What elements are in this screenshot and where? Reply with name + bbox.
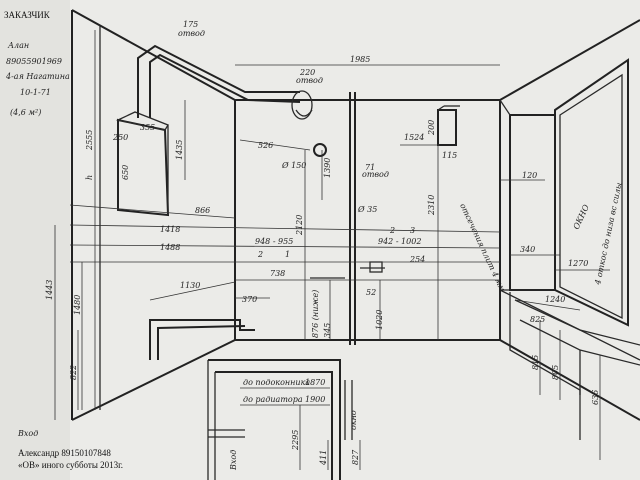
room-outline bbox=[71, 9, 640, 421]
dim-71-sub: отвод bbox=[362, 170, 389, 179]
window-small-label: окно bbox=[349, 410, 358, 430]
dim-1130: 1130 bbox=[180, 281, 200, 290]
dim-2120: 2120 bbox=[295, 215, 304, 236]
dim-pipe-220-sub: отвод bbox=[296, 76, 323, 85]
window-glass bbox=[554, 58, 629, 327]
customer-area: (4,6 м²) bbox=[10, 108, 41, 117]
towel-rail bbox=[149, 319, 255, 360]
dim-340: 340 bbox=[520, 245, 535, 254]
floor-right bbox=[499, 339, 640, 421]
dim-71: 71 bbox=[365, 163, 375, 172]
floor-plan bbox=[207, 359, 361, 480]
paper-left-shade bbox=[0, 0, 70, 480]
dim-738: 738 bbox=[270, 269, 285, 278]
dim-pipe-220: 220 bbox=[299, 68, 315, 77]
dim-1240: 1240 bbox=[545, 295, 565, 304]
dim-left-h: 2555 bbox=[85, 130, 94, 151]
dim-1435: 1435 bbox=[175, 140, 184, 160]
marker-2-left: 2 bbox=[257, 250, 263, 259]
dim-345: 345 bbox=[323, 323, 332, 338]
dim-boiler-side: 250 bbox=[112, 133, 128, 142]
customer-address: 4-ая Нагатина bbox=[5, 72, 70, 81]
dim-pipe-175-sub: отвод bbox=[178, 29, 205, 38]
dim-948-955: 948 - 955 bbox=[255, 237, 293, 246]
outlet-150 bbox=[313, 143, 327, 157]
dim-526: 526 bbox=[258, 141, 273, 150]
entrance-label: Вход bbox=[17, 429, 38, 438]
window-inner-frame bbox=[559, 73, 623, 320]
dim-1870: 1870 bbox=[305, 378, 325, 387]
dim-2295: 2295 bbox=[291, 430, 300, 451]
marker-3: 3 bbox=[410, 226, 415, 235]
marker-1: 1 bbox=[285, 250, 290, 259]
dim-1524: 1524 bbox=[404, 133, 424, 142]
dim-pipe-175: 175 bbox=[183, 20, 198, 29]
radiator-label: до радиатора bbox=[243, 395, 303, 404]
dimension-lines bbox=[54, 30, 610, 460]
dim-115: 115 bbox=[442, 151, 457, 160]
dim-top-width: 1985 bbox=[350, 55, 370, 64]
dim-boiler-h: 650 bbox=[121, 165, 130, 180]
boiler bbox=[115, 111, 170, 217]
marker-2-right: 2 bbox=[389, 226, 395, 235]
dim-1390: 1390 bbox=[323, 158, 332, 178]
dim-822: 822 bbox=[69, 365, 78, 380]
dim-1443: 1443 bbox=[45, 280, 54, 300]
dim-52: 52 bbox=[366, 288, 376, 297]
customer-phone: 89055901969 bbox=[6, 57, 62, 66]
dim-942-1002: 942 - 1002 bbox=[378, 237, 421, 246]
tiles-note: отсечения плит 4 мм bbox=[458, 202, 507, 293]
dim-636: 636 bbox=[591, 390, 600, 405]
dim-2310: 2310 bbox=[427, 195, 436, 216]
dim-35: Ø 35 bbox=[357, 205, 377, 214]
dim-866: 866 bbox=[195, 206, 210, 215]
dim-1480: 1480 bbox=[73, 295, 82, 315]
author-line: Александр 89150107848 bbox=[18, 448, 111, 458]
dim-876: 876 (ниже) bbox=[311, 290, 320, 338]
customer-apt: 10-1-71 bbox=[20, 88, 51, 97]
dim-boiler-w: 355 bbox=[140, 123, 155, 132]
dim-1488: 1488 bbox=[160, 243, 180, 252]
company-line: «ОВ» иного субботы 2013г. bbox=[18, 460, 123, 470]
dim-1900: 1900 bbox=[305, 395, 325, 404]
dim-200: 200 bbox=[427, 120, 436, 136]
dim-827: 827 bbox=[351, 449, 360, 465]
dim-825: 825 bbox=[530, 315, 545, 324]
ceiling-line bbox=[71, 9, 640, 101]
floor-left bbox=[71, 339, 500, 421]
dim-150: Ø 150 bbox=[281, 161, 306, 170]
dim-411: 411 bbox=[319, 450, 328, 466]
customer-header: ЗАКАЗЧИК bbox=[4, 10, 51, 20]
dim-120: 120 bbox=[522, 171, 537, 180]
window-label: ОКНО bbox=[572, 203, 591, 231]
heater-box bbox=[437, 105, 460, 146]
flue-pipe bbox=[137, 44, 313, 120]
customer-name: Алан bbox=[7, 41, 29, 50]
dim-1020: 1020 bbox=[375, 310, 384, 330]
dim-1418: 1418 bbox=[160, 225, 180, 234]
dim-254: 254 bbox=[409, 255, 425, 264]
window-note: 4 откос до низа вс силы bbox=[593, 182, 624, 287]
sill-label: до подоконника bbox=[243, 378, 310, 387]
riser-pipe bbox=[349, 92, 356, 345]
dim-370: 370 bbox=[242, 295, 257, 304]
dim-805: 805 bbox=[551, 365, 560, 380]
h-label: h bbox=[85, 175, 94, 180]
dim-1270: 1270 bbox=[568, 259, 588, 268]
entrance-small-label: Вход bbox=[229, 450, 238, 471]
dim-815: 815 bbox=[531, 355, 540, 370]
